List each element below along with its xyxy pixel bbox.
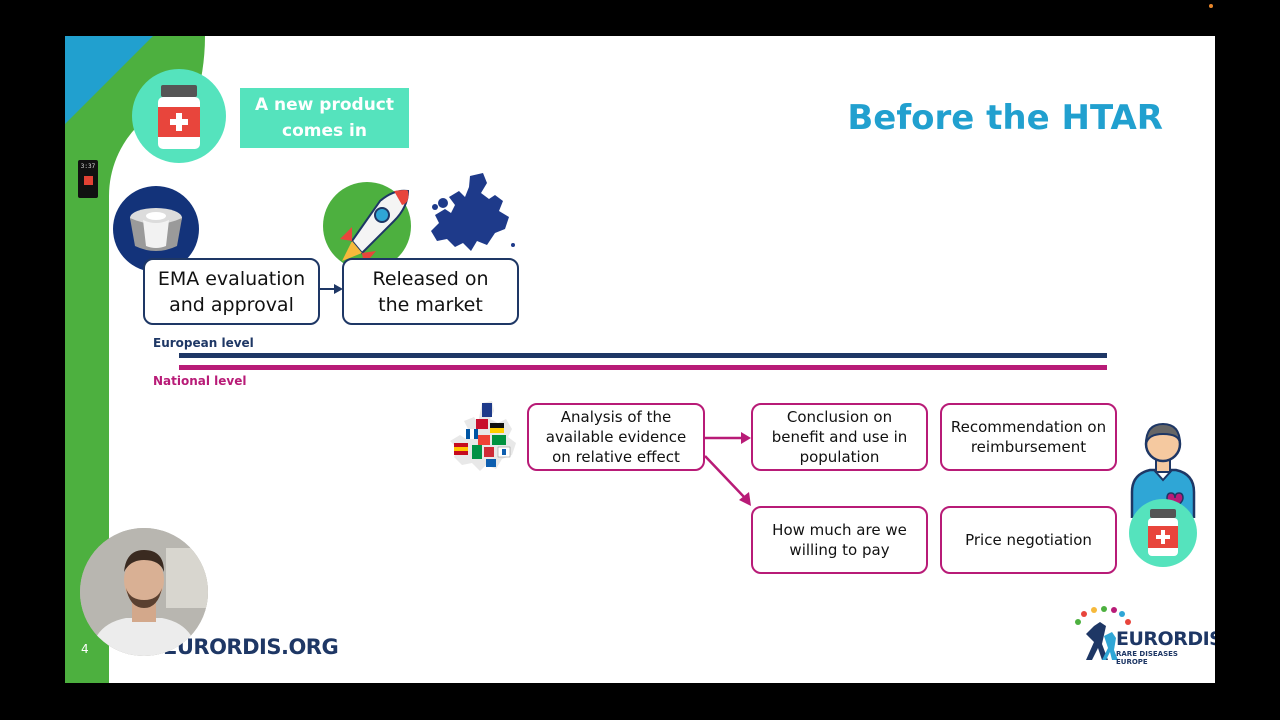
price-negotiation-box: Price negotiation (940, 506, 1117, 574)
ema-logo-icon (113, 186, 199, 272)
eurordis-name: EURORDIS (1116, 628, 1215, 650)
slide-page-number: 4 (81, 642, 89, 656)
medicine-bottle-small-icon (1129, 499, 1197, 567)
analysis-text: Analysis of the available evidence on re… (545, 408, 687, 466)
arrow-ema-to-market (318, 284, 343, 294)
rocket-icon (322, 181, 412, 271)
conclusion-box: Conclusion on benefit and use in populat… (751, 403, 928, 471)
ema-evaluation-box: EMA evaluation and approval (143, 258, 320, 325)
eurordis-logo: EURORDIS RARE DISEASES EUROPE (1070, 604, 1215, 666)
recording-time: 3:37 (80, 163, 96, 170)
new-product-text: A new product comes in (254, 95, 395, 141)
price-negotiation-text: Price negotiation (965, 531, 1092, 549)
website-text: EURORDIS.ORG (163, 635, 339, 659)
new-product-label: A new product comes in (240, 88, 409, 148)
european-level-line (179, 353, 1107, 358)
national-level-label: National level (153, 374, 247, 388)
slide-title: Before the HTAR (847, 98, 1163, 138)
eurordis-tagline: RARE DISEASES EUROPE (1116, 650, 1178, 666)
presentation-slide: 3:37 Before the HTAR A new product comes… (65, 36, 1215, 683)
analysis-box: Analysis of the available evidence on re… (527, 403, 705, 471)
eu-flags-map-icon (446, 399, 522, 471)
arrows-analysis (703, 432, 751, 506)
willing-to-pay-text: How much are we willing to pay (772, 521, 907, 559)
recording-widget[interactable]: 3:37 (78, 160, 98, 198)
medicine-bottle-icon (132, 69, 226, 163)
european-level-label: European level (153, 336, 254, 350)
released-market-text: Released on the market (372, 267, 489, 316)
recommendation-text: Recommendation on reimbursement (950, 418, 1107, 456)
camera-indicator-dot (1209, 4, 1213, 8)
europe-map-icon (425, 171, 520, 256)
presenter-webcam (80, 528, 208, 656)
conclusion-text: Conclusion on benefit and use in populat… (771, 408, 908, 466)
released-market-box: Released on the market (342, 258, 519, 325)
willing-to-pay-box: How much are we willing to pay (751, 506, 928, 574)
ema-evaluation-text: EMA evaluation and approval (157, 267, 306, 316)
national-level-line (179, 365, 1107, 370)
recommendation-box: Recommendation on reimbursement (940, 403, 1117, 471)
stop-recording-icon[interactable] (83, 176, 93, 185)
